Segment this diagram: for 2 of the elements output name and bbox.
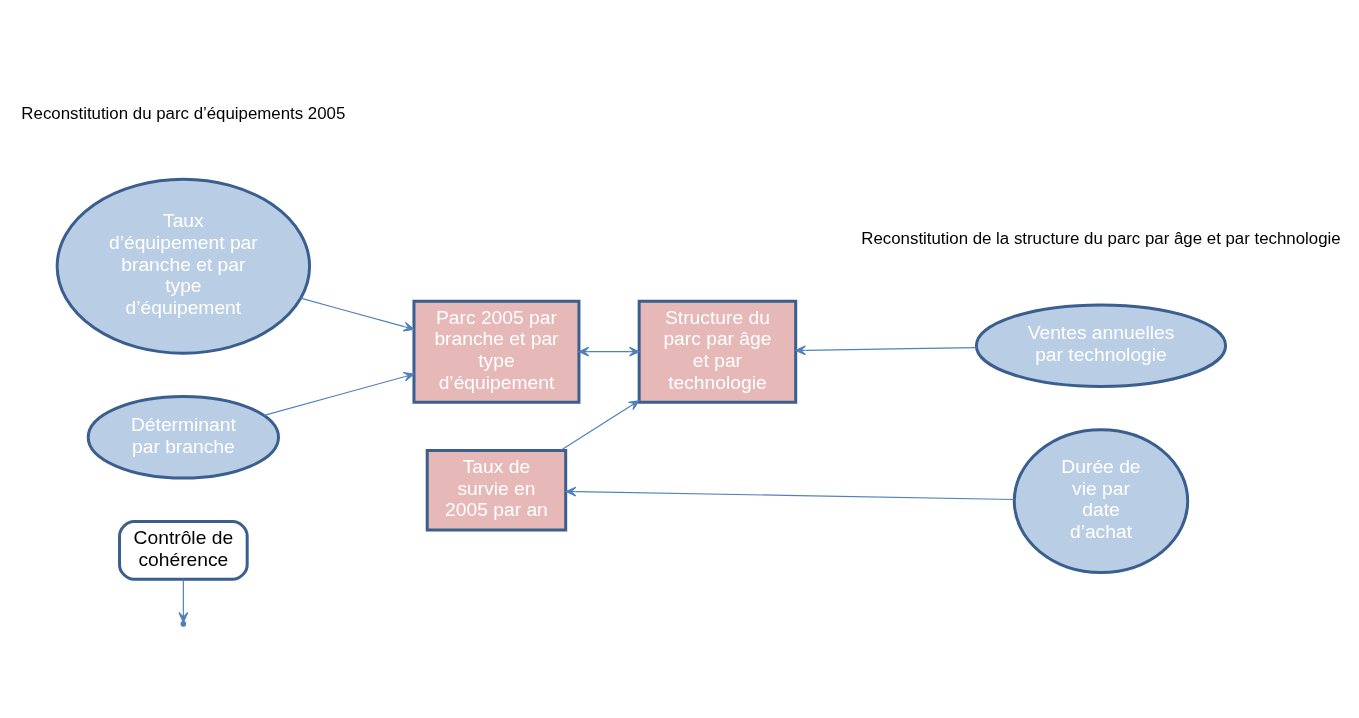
label: Reconstitution du parc d’équipements 2005 [21,103,346,123]
label: Reconstitution de la structure du parc par âge et par technologie [861,229,1341,249]
